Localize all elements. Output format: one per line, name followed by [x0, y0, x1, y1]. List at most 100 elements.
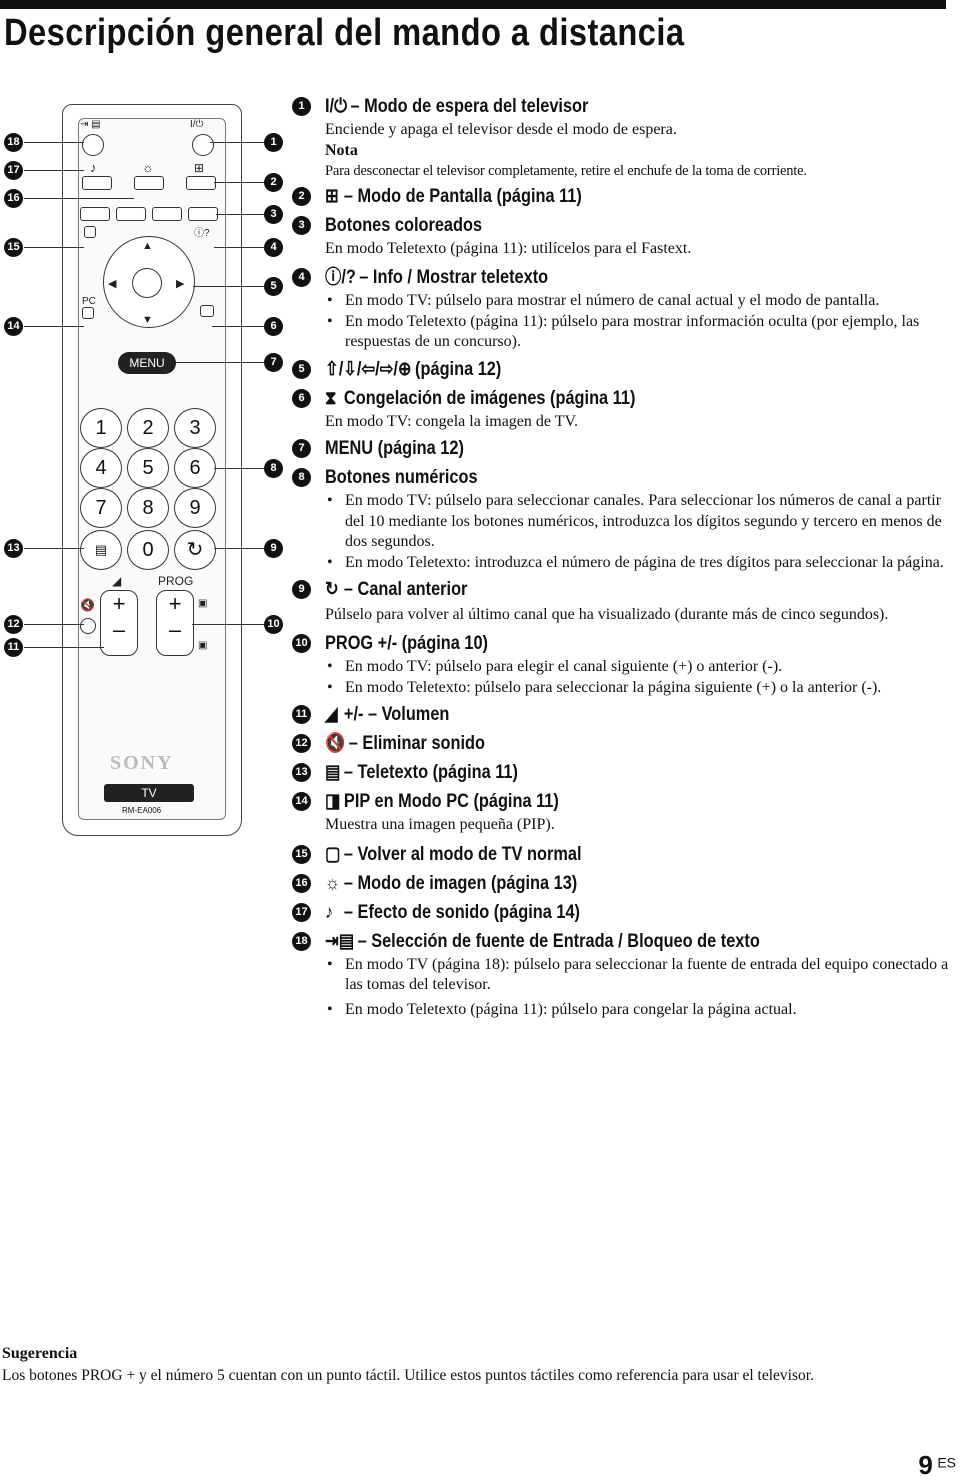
arrow-up-icon: ▲: [142, 240, 153, 252]
leader-line: [193, 286, 264, 287]
callout-4: 4: [264, 238, 283, 257]
item-number: 8: [292, 468, 311, 487]
digit-8-button[interactable]: 8: [127, 488, 169, 528]
tv-normal-button[interactable]: [84, 226, 96, 238]
bullet-item: En modo Teletexto (página 11): púlselo p…: [325, 312, 954, 353]
arrow-down-icon: ▼: [142, 314, 153, 326]
item-number: 4: [292, 268, 311, 287]
callout-1: 1: [264, 133, 283, 152]
item-body: Púlselo para volver al último canal que …: [325, 606, 889, 623]
item-13: 13 ▤– Teletexto (página 11): [292, 760, 954, 786]
sun-icon: ☼: [142, 160, 154, 175]
tv-normal-icon: ▢: [325, 843, 341, 865]
callout-2: 2: [264, 173, 283, 192]
item-12: 12 🔇– Eliminar sonido: [292, 731, 954, 757]
bullet-item: En modo Teletexto (página 11): púlselo p…: [325, 1000, 954, 1021]
leader-line: [24, 548, 84, 549]
item-heading: MENU (página 12): [325, 438, 464, 459]
freeze-button[interactable]: [200, 305, 214, 317]
heading-text: – Modo de espera del televisor: [350, 96, 589, 117]
callout-11: 11: [4, 638, 23, 657]
pip-button[interactable]: [82, 307, 94, 319]
screen-mode-button[interactable]: [186, 176, 216, 190]
tv-button[interactable]: TV: [104, 784, 194, 802]
note-icon: ♪: [90, 160, 97, 175]
heading-text: – Volver al modo de TV normal: [343, 843, 582, 865]
item-heading: ⓘ/?– Info / Mostrar teletexto: [325, 265, 866, 291]
tip-box: Sugerencia Los botones PROG + y el númer…: [2, 1343, 952, 1387]
teletext-button[interactable]: ▤: [80, 530, 122, 570]
item-heading: 🔇– Eliminar sonido: [325, 731, 866, 757]
previous-channel-button[interactable]: ↻: [174, 530, 216, 570]
digit-7-button[interactable]: 7: [80, 488, 122, 528]
item-heading: ♪– Efecto de sonido (página 14): [325, 900, 866, 926]
item-heading: ▢– Volver al modo de TV normal: [325, 842, 866, 868]
callout-16: 16: [4, 189, 23, 208]
blue-button[interactable]: [188, 207, 218, 221]
item-heading: ↻– Canal anterior: [325, 577, 866, 603]
item-number: 18: [292, 931, 311, 951]
page-number: 9 ES: [918, 1450, 956, 1481]
digit-2-button[interactable]: 2: [127, 408, 169, 448]
page-title: Descripción general del mando a distanci…: [4, 12, 685, 54]
heading-text: – Selección de fuente de Entrada / Bloqu…: [357, 930, 760, 952]
leader-line: [210, 142, 264, 143]
item-number: 17: [292, 902, 311, 922]
item-14: 14 ◨PIP en Modo PC (página 11) Muestra u…: [292, 789, 954, 836]
picture-mode-icon: ☼: [325, 872, 340, 894]
prog-rocker[interactable]: +–: [156, 590, 194, 656]
ok-button[interactable]: [132, 268, 162, 298]
screen-icon: ⊞: [194, 161, 205, 175]
red-button[interactable]: [80, 207, 110, 221]
item-heading: ⧗Congelación de imágenes (página 11): [325, 386, 866, 412]
item-heading: Botones numéricos: [325, 467, 478, 488]
callout-12: 12: [4, 615, 23, 634]
standby-button[interactable]: [192, 134, 214, 156]
item-17: 17 ♪– Efecto de sonido (página 14): [292, 900, 954, 926]
digit-5-button[interactable]: 5: [127, 448, 169, 488]
arrow-left-icon: ◀: [108, 278, 117, 290]
digit-6-button[interactable]: 6: [174, 448, 216, 488]
digit-3-button[interactable]: 3: [174, 408, 216, 448]
item-number: 13: [292, 763, 311, 782]
volume-icon: ◢: [325, 704, 338, 725]
mute-button[interactable]: [80, 618, 96, 634]
page-up-icon: ▣: [198, 598, 208, 609]
heading-text: PIP en Modo PC (página 11): [343, 791, 559, 812]
digit-9-button[interactable]: 9: [174, 488, 216, 528]
input-icon: ⇥ ▤: [80, 119, 101, 130]
freeze-icon: ⧗: [325, 387, 337, 409]
note-title: Nota: [325, 141, 358, 159]
digit-0-button[interactable]: 0: [127, 530, 169, 570]
leader-line: [192, 624, 264, 625]
model-label: RM-EA006: [122, 806, 162, 815]
standby-icon: I/⏻: [325, 96, 348, 117]
heading-text: (página 12): [415, 358, 502, 380]
heading-text: – Teletexto (página 11): [343, 762, 518, 783]
digit-1-button[interactable]: 1: [80, 408, 122, 448]
pip-icon: ◨: [325, 791, 341, 812]
item-number: 14: [292, 792, 311, 811]
menu-button[interactable]: MENU: [118, 352, 176, 374]
item-heading: I/⏻– Modo de espera del televisor: [325, 94, 866, 120]
callout-10: 10: [264, 615, 283, 634]
digit-4-button[interactable]: 4: [80, 448, 122, 488]
item-heading: Botones coloreados: [325, 214, 483, 236]
volume-rocker[interactable]: +–: [100, 590, 138, 656]
yellow-button[interactable]: [152, 207, 182, 221]
item-number: 16: [292, 873, 311, 893]
bullet-list: En modo TV: púlselo para seleccionar can…: [325, 491, 954, 573]
leader-line: [24, 624, 84, 625]
input-text-hold-button[interactable]: [82, 134, 104, 156]
tip-title: Sugerencia: [2, 1345, 78, 1362]
leader-line: [214, 468, 264, 469]
picture-mode-button[interactable]: [134, 176, 164, 190]
green-button[interactable]: [116, 207, 146, 221]
sound-effect-button[interactable]: [82, 176, 112, 190]
heading-text: – Modo de imagen (página 13): [343, 872, 578, 894]
note-body: Para desconectar el televisor completame…: [325, 162, 807, 179]
item-heading: ⇧/⇩/⇦/⇨/⊕(página 12): [325, 357, 866, 383]
description-list: 1 I/⏻– Modo de espera del televisor Enci…: [292, 94, 954, 1023]
item-number: 10: [292, 634, 311, 653]
item-heading: ⇥▤– Selección de fuente de Entrada / Blo…: [325, 929, 866, 955]
